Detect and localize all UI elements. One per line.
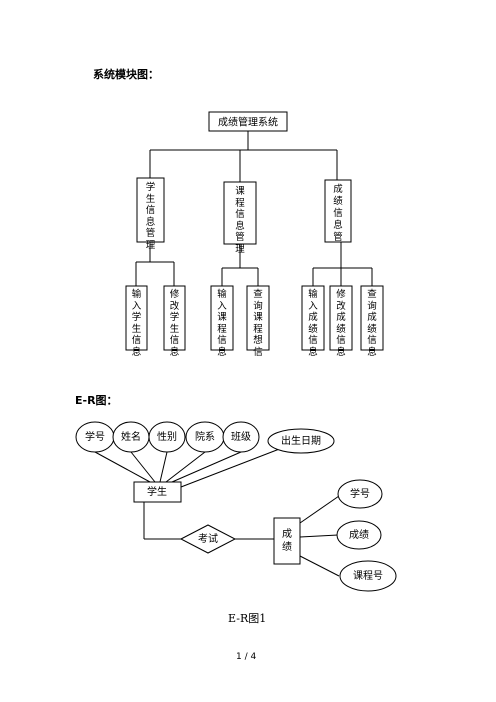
er-connectors xyxy=(94,447,340,577)
er-labels: 学号 姓名 性别 院系 班级 出生日期 学生 考试 学号 成绩 课程号 xyxy=(85,430,383,582)
query-score-label: 查询成绩信息 xyxy=(367,289,377,358)
figure-caption: E-R图1 xyxy=(228,612,267,625)
attr-course-id xyxy=(339,560,397,592)
exam-relationship xyxy=(179,524,237,554)
attr-gender-label: 性别 xyxy=(157,430,177,443)
attr-birthdate-label: 出生日期 xyxy=(281,434,321,447)
attr-gender xyxy=(148,421,186,453)
query-course-label: 查询课程想信 xyxy=(253,289,263,358)
attr-birthdate xyxy=(267,428,335,454)
root-module-box xyxy=(208,111,288,132)
modify-student-box xyxy=(163,285,186,351)
er-shapes xyxy=(75,421,397,592)
modify-student-label: 修改学生信息 xyxy=(169,289,180,358)
attr-student-id-label: 学号 xyxy=(85,430,105,443)
module-tree-boxes xyxy=(125,111,384,351)
attr-score-student-id-label: 学号 xyxy=(350,487,370,500)
course-module-label: 课程信息管理 xyxy=(235,186,245,255)
input-score-box xyxy=(301,285,325,351)
attr-score-value xyxy=(336,520,382,550)
root-module-label: 成绩管理系统 xyxy=(218,116,278,129)
student-entity-box xyxy=(133,481,182,503)
score-entity-box xyxy=(273,517,301,565)
input-student-label: 输入学生信息 xyxy=(131,289,142,358)
attr-score-student-id xyxy=(337,479,383,509)
attr-class xyxy=(222,421,260,453)
module-diagram-heading: 系统模块图： xyxy=(93,68,159,81)
module-tree-connectors xyxy=(135,131,373,286)
query-course-box xyxy=(246,285,270,351)
query-score-box xyxy=(360,285,384,351)
modify-score-label: 修改成绩信息 xyxy=(336,289,346,358)
input-course-label: 输入课程信息 xyxy=(217,289,227,358)
score-module-box xyxy=(324,179,352,243)
modify-score-box xyxy=(329,285,353,351)
page-number: 1 / 4 xyxy=(236,652,257,662)
score-module-label: 成绩信息管 xyxy=(333,184,343,243)
input-score-label: 输入成绩信息 xyxy=(308,289,318,358)
attr-name-label: 姓名 xyxy=(121,430,141,443)
exam-relationship-label: 考试 xyxy=(198,532,218,545)
student-module-label: 学生信息管理 xyxy=(145,182,156,251)
student-entity-label: 学生 xyxy=(147,485,167,498)
course-module-box xyxy=(223,181,257,245)
score-entity-label: 成绩 xyxy=(282,529,292,553)
attr-score-value-label: 成绩 xyxy=(349,528,369,541)
attr-course-id-label: 课程号 xyxy=(353,570,383,582)
input-course-box xyxy=(210,285,234,351)
er-diagram-heading: E-R图： xyxy=(75,394,118,407)
student-module-box xyxy=(136,177,165,243)
attr-department-label: 院系 xyxy=(195,430,215,443)
input-student-box xyxy=(125,285,148,351)
attr-class-label: 班级 xyxy=(231,431,251,443)
